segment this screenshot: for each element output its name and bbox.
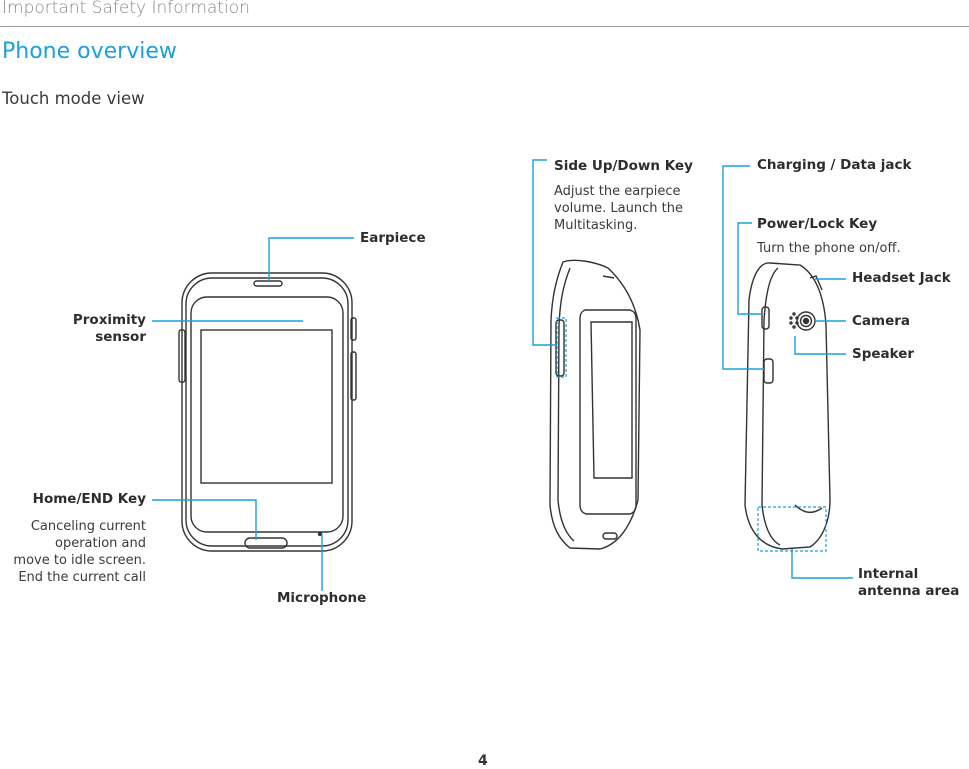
side-desc-line: Multitasking. [554,218,638,233]
microphone-label: Microphone [277,590,367,606]
earpiece-label: Earpiece [360,230,426,246]
side-desc-line: volume. Launch the [554,201,683,216]
power-key-description: Turn the phone on/off. [757,241,901,256]
antenna-label-line1: Internal [858,566,919,582]
page-title: Phone overview [2,39,177,64]
antenna-area-label: Internal antenna area [858,566,959,600]
side-key-label: Side Up/Down Key [554,158,693,174]
side-key-highlight [556,317,567,378]
side-key-description: Adjust the earpiece volume. Launch the M… [554,183,683,234]
home-desc-line: operation and [54,536,146,551]
home-desc-line: End the current call [18,570,146,585]
section-title: Important Safety Information [2,0,250,18]
power-key-label: Power/Lock Key [757,216,878,232]
camera-label: Camera [852,313,911,329]
front-phone [178,272,357,552]
antenna-label-line2: antenna area [858,583,960,599]
home-key-label: Home/END Key [32,491,146,507]
side-callout [532,159,557,346]
proximity-label-line1: Proximity [72,312,146,328]
home-desc-line: Canceling current [30,519,146,534]
page-number: 4 [478,753,488,769]
antenna-area-highlight [757,506,827,552]
headset-jack-label: Headset Jack [852,270,951,286]
home-key-description: Canceling current operation and move to … [0,518,146,586]
proximity-label: Proximity sensor [50,312,146,346]
page-subtitle: Touch mode view [2,89,145,108]
home-desc-line: move to idle screen. [13,553,146,568]
proximity-label-line2: sensor [95,329,146,345]
charging-jack-label: Charging / Data jack [757,157,912,173]
back-callouts [722,165,853,579]
side-phone [549,259,641,550]
speaker-label: Speaker [852,346,915,362]
page-header: Important Safety Information [0,0,969,27]
back-phone [744,262,831,550]
front-callouts [152,237,354,591]
side-desc-line: Adjust the earpiece [554,184,681,199]
